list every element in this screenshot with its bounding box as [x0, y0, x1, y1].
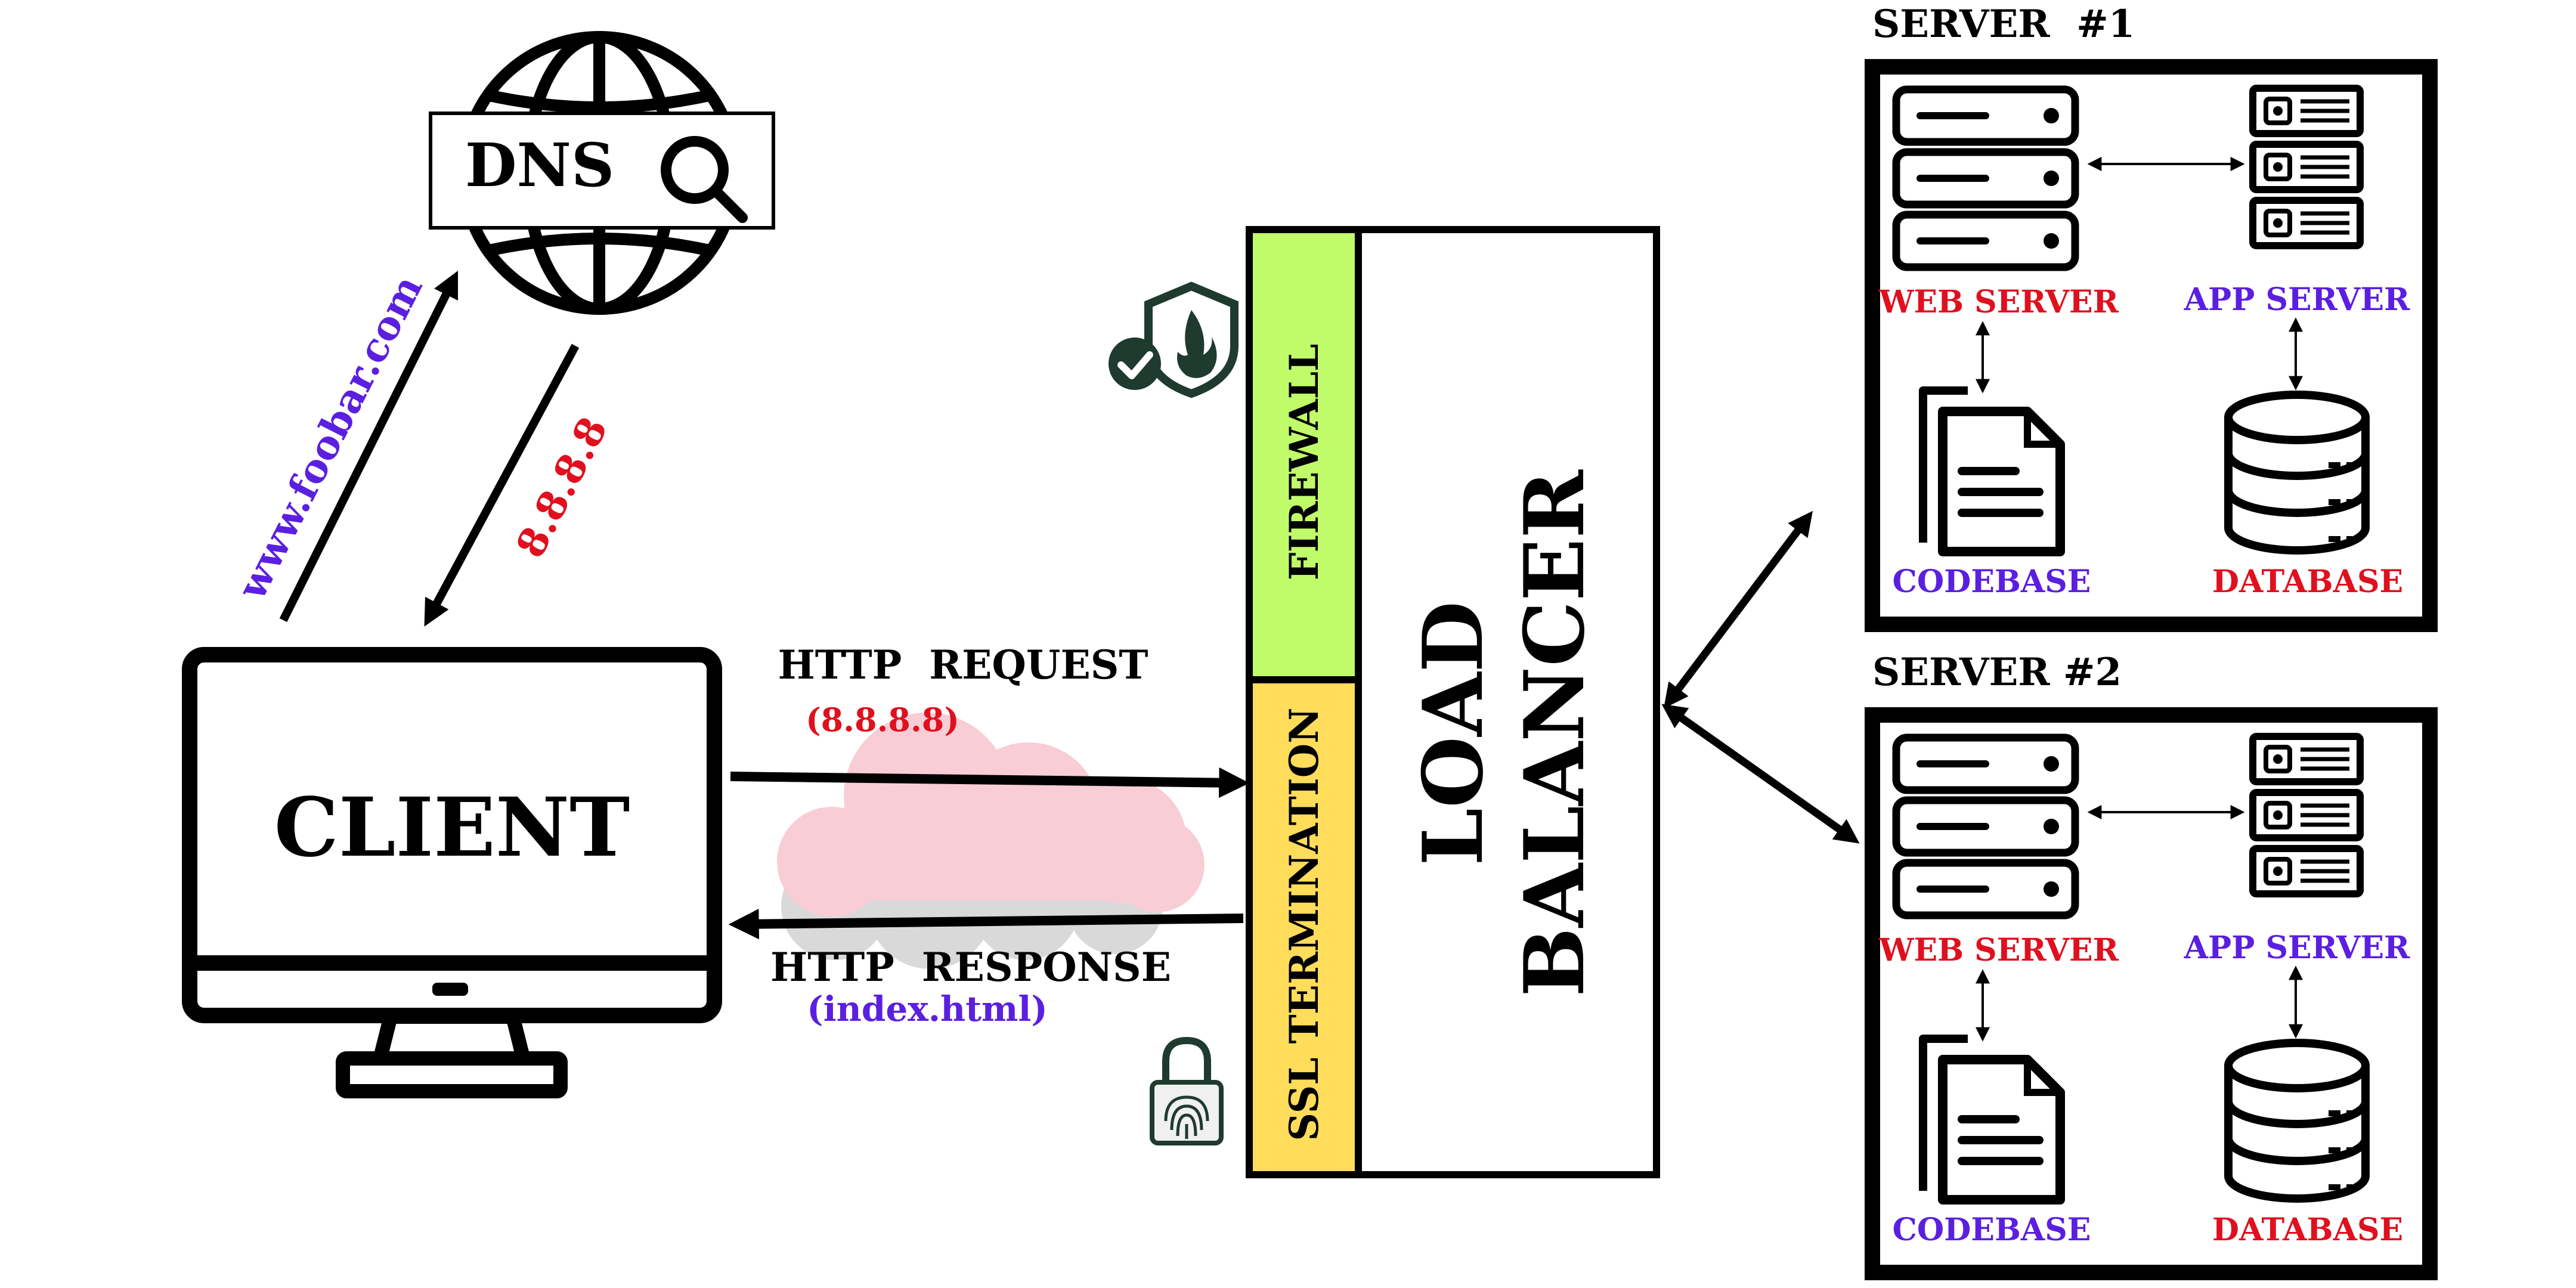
dns-response-arrow — [424, 343, 580, 627]
dns-box: DNS — [429, 112, 775, 230]
dns-response-label: 8.8.8.8 — [507, 410, 617, 565]
codebase-label: CODEBASE — [1893, 1212, 2091, 1248]
server-1: SERVER #1 WEB SERVER APP SERVER CODEBASE DAT… — [1865, 2, 2438, 632]
http-response-detail: (index.html) — [807, 989, 1048, 1029]
firewall-panel — [1246, 226, 1362, 683]
server-title: SERVER #1 — [1872, 2, 2135, 47]
firewall-label: FIREWALL — [1281, 344, 1327, 581]
shield-check-icon — [1109, 281, 1239, 398]
app-server-label: APP SERVER — [2184, 930, 2410, 966]
codebase-document-icon — [1919, 1035, 2065, 1205]
dns-label: DNS — [465, 130, 614, 200]
http-request-arrow — [730, 767, 1250, 798]
http-response-arrow — [728, 909, 1244, 940]
http-request-detail: (8.8.8.8) — [806, 701, 959, 739]
server-2: SERVER #2 WEB SERVER APP SERVER CODEBASE DAT… — [1865, 650, 2438, 1280]
load-balancer-label-line2: BALANCER — [1506, 469, 1603, 997]
web-server-icon — [1892, 85, 2079, 271]
load-balancer — [1246, 226, 1660, 1178]
magnifier-icon — [661, 136, 748, 223]
client-label: CLIENT — [274, 780, 630, 875]
database-label: DATABASE — [2212, 564, 2403, 600]
database-icon — [2224, 391, 2370, 555]
codebase-label: CODEBASE — [1893, 564, 2091, 600]
dns-request-arrow — [279, 270, 459, 623]
app-server-icon — [2249, 733, 2364, 897]
monitor-icon — [182, 647, 722, 1098]
http-request-label: HTTP REQUEST — [778, 642, 1148, 688]
web-server-label: WEB SERVER — [1878, 932, 2119, 968]
database-icon — [2224, 1039, 2370, 1203]
cloud-icon — [777, 713, 1205, 969]
fingerprint-lock-icon — [1150, 1036, 1224, 1145]
app-server-label: APP SERVER — [2184, 281, 2410, 318]
web-server-label: WEB SERVER — [1878, 284, 2119, 320]
http-response-label: HTTP RESPONSE — [770, 944, 1171, 990]
lb-server2-arrow — [1661, 704, 1860, 844]
app-server-icon — [2249, 85, 2364, 249]
load-balancer-label-line1: LOAD — [1404, 601, 1501, 866]
servers-group: SERVER #1 WEB SERVER APP SERVER CODEBASE DAT… — [1865, 2, 2438, 1280]
ssl-termination-panel — [1246, 676, 1362, 1178]
load-balancer-box — [1355, 226, 1660, 1178]
lb-server1-arrow — [1663, 510, 1813, 709]
dns-request-label: www.foobar.com — [228, 268, 431, 607]
ssl-termination-label: SSL TERMINATION — [1281, 707, 1327, 1141]
server-title: SERVER #2 — [1872, 650, 2122, 695]
web-server-icon — [1892, 733, 2079, 919]
database-label: DATABASE — [2212, 1212, 2403, 1248]
codebase-document-icon — [1919, 386, 2065, 556]
